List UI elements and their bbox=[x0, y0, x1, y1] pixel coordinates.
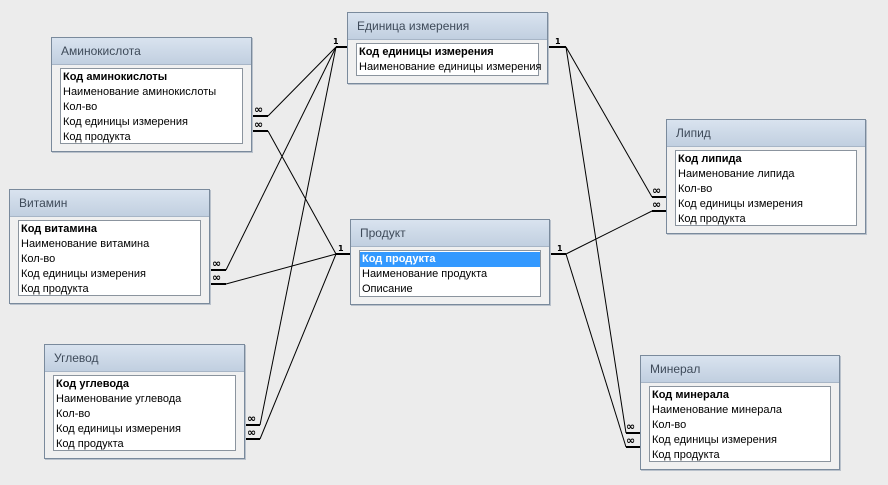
many-label: ∞ bbox=[254, 118, 263, 131]
field[interactable]: Кол-во bbox=[63, 101, 98, 113]
field-list[interactable]: Код липида Наименование липида Кол-во Ко… bbox=[675, 150, 857, 226]
field-list[interactable]: Код витамина Наименование витамина Кол-в… bbox=[18, 220, 201, 296]
rel-product-lipid bbox=[565, 210, 653, 255]
rel-unit-amino bbox=[267, 46, 337, 117]
field-list[interactable]: Код углевода Наименование углевода Кол-в… bbox=[53, 375, 236, 451]
one-label: 1 bbox=[557, 244, 563, 253]
table-lipid[interactable]: Липид Код липида Наименование липида Кол… bbox=[666, 119, 866, 234]
many-label: ∞ bbox=[212, 257, 221, 270]
rel-unit-vitamin bbox=[225, 46, 337, 271]
table-title[interactable]: Единица измерения bbox=[348, 13, 547, 40]
field-primary-key[interactable]: Код аминокислоты bbox=[63, 71, 168, 83]
table-product[interactable]: Продукт Код продукта Наименование продук… bbox=[350, 219, 550, 305]
many-label: ∞ bbox=[652, 198, 661, 211]
field-list[interactable]: Код единицы измерения Наименование едини… bbox=[356, 43, 542, 76]
field-primary-key[interactable]: Код витамина bbox=[21, 223, 98, 235]
field[interactable]: Кол-во bbox=[21, 253, 56, 265]
rel-product-amino bbox=[267, 130, 337, 255]
rel-product-vitamin bbox=[225, 253, 337, 285]
field[interactable]: Код единицы измерения bbox=[21, 268, 146, 280]
table-uglevod[interactable]: Углевод Код углевода Наименование углево… bbox=[44, 344, 245, 459]
many-label: ∞ bbox=[247, 412, 256, 425]
field[interactable]: Код единицы измерения bbox=[56, 423, 181, 435]
rel-unit-uglevod bbox=[259, 46, 337, 426]
field[interactable]: Код единицы измерения bbox=[652, 434, 777, 446]
field[interactable]: Код продукта bbox=[56, 438, 124, 450]
many-label: ∞ bbox=[652, 184, 661, 197]
table-title[interactable]: Аминокислота bbox=[52, 38, 251, 65]
field[interactable]: Кол-во bbox=[652, 419, 687, 431]
field-primary-key[interactable]: Код минерала bbox=[652, 389, 729, 401]
table-mineral[interactable]: Минерал Код минерала Наименование минера… bbox=[640, 355, 840, 470]
table-title[interactable]: Минерал bbox=[641, 356, 839, 383]
field[interactable]: Кол-во bbox=[56, 408, 91, 420]
one-label: 1 bbox=[555, 37, 561, 46]
rel-unit-mineral bbox=[565, 46, 627, 434]
field[interactable]: Код продукта bbox=[678, 213, 746, 225]
table-title[interactable]: Продукт bbox=[351, 220, 549, 247]
field-list[interactable]: Код минерала Наименование минерала Кол-в… bbox=[649, 386, 831, 462]
table-amino[interactable]: Аминокислота Код аминокислоты Наименован… bbox=[51, 37, 252, 152]
one-label: 1 bbox=[338, 244, 344, 253]
field[interactable]: Код единицы измерения bbox=[678, 198, 803, 210]
table-vitamin[interactable]: Витамин Код витамина Наименование витами… bbox=[9, 189, 210, 304]
field[interactable]: Наименование липида bbox=[678, 168, 795, 180]
field-primary-key[interactable]: Код липида bbox=[678, 153, 742, 165]
field[interactable]: Код продукта bbox=[652, 449, 720, 461]
field-primary-key[interactable]: Код углевода bbox=[56, 378, 130, 390]
rel-product-mineral bbox=[565, 253, 627, 448]
field[interactable]: Код единицы измерения bbox=[63, 116, 188, 128]
table-title[interactable]: Липид bbox=[667, 120, 865, 147]
field-primary-key-selected[interactable]: Код продукта bbox=[360, 252, 540, 267]
field-list[interactable]: Код продукта Наименование продукта Описа… bbox=[359, 250, 541, 297]
many-label: ∞ bbox=[254, 103, 263, 116]
field[interactable]: Код продукта bbox=[21, 283, 89, 295]
many-label: ∞ bbox=[212, 271, 221, 284]
field[interactable]: Наименование витамина bbox=[21, 238, 150, 250]
table-title[interactable]: Витамин bbox=[10, 190, 209, 217]
field[interactable]: Наименование продукта bbox=[362, 268, 488, 280]
many-label: ∞ bbox=[626, 434, 635, 447]
field-list[interactable]: Код аминокислоты Наименование аминокисло… bbox=[60, 68, 243, 144]
many-label: ∞ bbox=[626, 420, 635, 433]
many-label: ∞ bbox=[247, 426, 256, 439]
field[interactable]: Описание bbox=[362, 283, 413, 295]
rel-product-uglevod bbox=[259, 253, 337, 440]
rel-unit-lipid bbox=[565, 46, 653, 198]
field[interactable]: Наименование углевода bbox=[56, 393, 182, 405]
one-label: 1 bbox=[333, 37, 339, 46]
table-unit[interactable]: Единица измерения Код единицы измерения … bbox=[347, 12, 548, 84]
field[interactable]: Наименование единицы измерения bbox=[359, 61, 542, 73]
field[interactable]: Наименование аминокислоты bbox=[63, 86, 217, 98]
field[interactable]: Код продукта bbox=[63, 131, 131, 143]
table-title[interactable]: Углевод bbox=[45, 345, 244, 372]
field[interactable]: Кол-во bbox=[678, 183, 713, 195]
field-primary-key[interactable]: Код единицы измерения bbox=[359, 46, 494, 58]
field[interactable]: Наименование минерала bbox=[652, 404, 782, 416]
